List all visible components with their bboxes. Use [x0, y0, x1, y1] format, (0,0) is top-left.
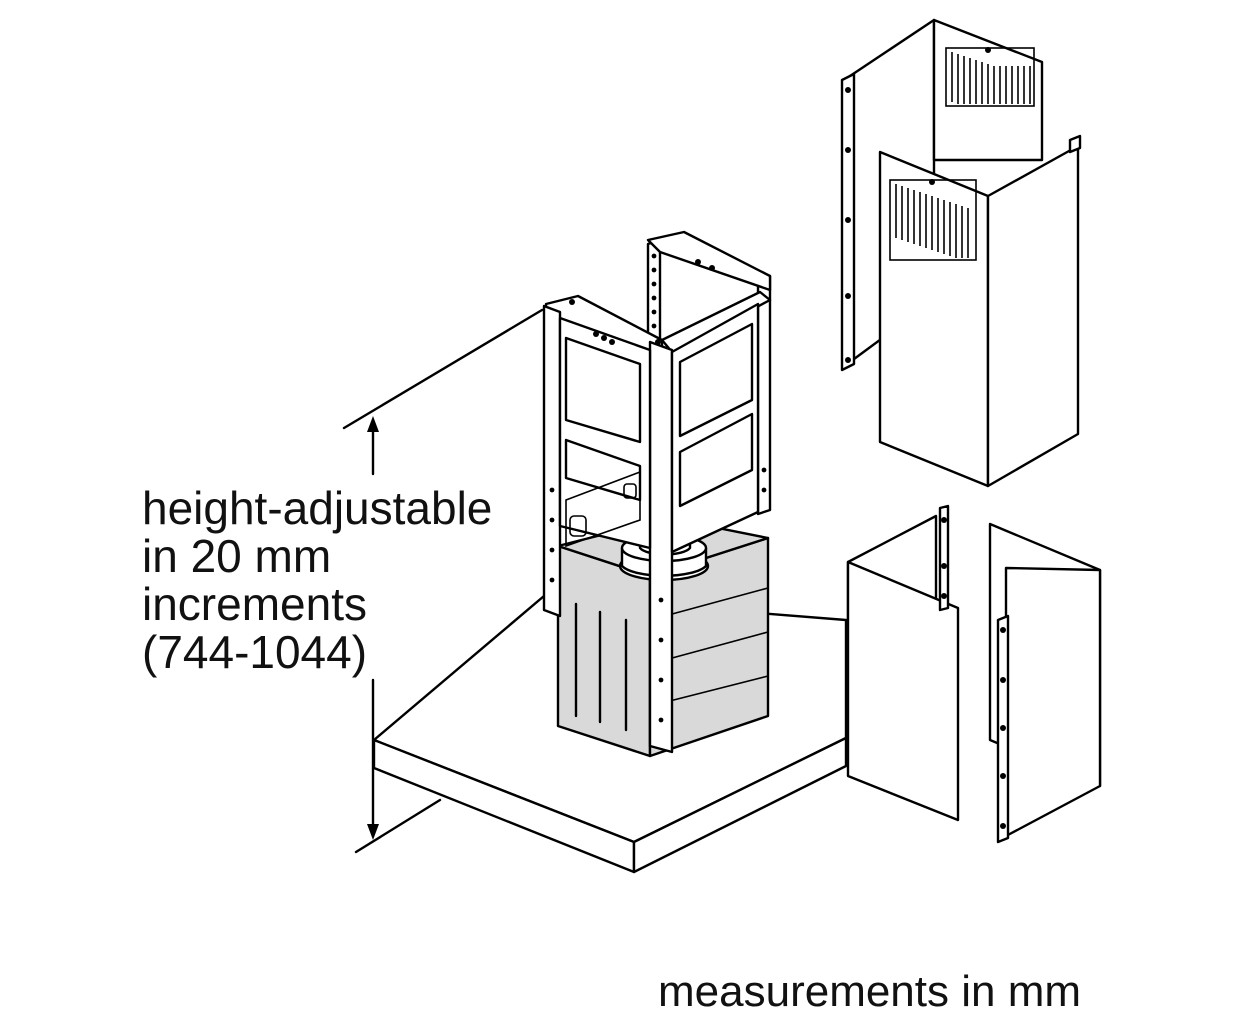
arrow-up-icon — [367, 416, 379, 432]
height-label-line3: increments — [142, 578, 367, 630]
height-label-line2: in 20 mm — [142, 530, 332, 582]
height-adjustable-label: height-adjustable in 20 mm increments (7… — [142, 484, 492, 676]
arrow-down-icon — [367, 824, 379, 840]
lower-chimney-right — [988, 522, 1102, 844]
measurements-note: measurements in mm — [658, 967, 1082, 1016]
height-label-line4: (744-1044) — [142, 626, 368, 678]
upper-chimney-front — [878, 134, 1082, 488]
height-dimension — [342, 308, 544, 854]
mounting-frame — [542, 230, 772, 754]
height-label-line1: height-adjustable — [142, 482, 493, 534]
lower-chimney-left — [846, 504, 960, 822]
